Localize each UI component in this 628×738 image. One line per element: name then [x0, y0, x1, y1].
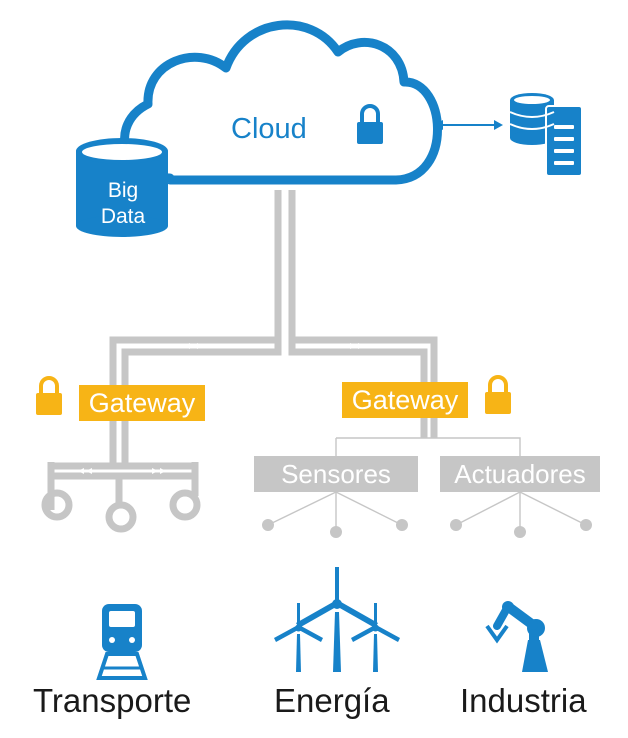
- robot-arm-icon: [485, 601, 548, 672]
- train-icon: [96, 604, 148, 680]
- gateway-left-label: Gateway: [79, 385, 205, 421]
- big-data-cylinder-icon: [76, 138, 168, 237]
- sector-label-energy: Energía: [274, 682, 390, 719]
- sensors-label: Sensores: [254, 456, 418, 492]
- gateway-right-lock-icon: [485, 375, 511, 414]
- gateway-left-lock-icon: [36, 376, 62, 415]
- cloud-label: Cloud: [231, 113, 307, 145]
- device-nodes: [262, 519, 592, 538]
- cloud-lock-icon: [357, 104, 383, 144]
- wind-turbine-icon: [274, 567, 400, 672]
- gateway-right-label: Gateway: [342, 382, 468, 418]
- arrow-head-right: [494, 120, 503, 130]
- arrow-head-left: [434, 120, 443, 130]
- cloud-shape: [120, 20, 442, 185]
- server-database-icon: [509, 93, 583, 177]
- big-data-label: Big Data: [88, 178, 158, 230]
- sector-label-transport: Transporte: [33, 682, 192, 719]
- left-device-cluster: [41, 462, 201, 533]
- big-data-line1: Big: [107, 179, 139, 202]
- big-data-line2: Data: [100, 205, 146, 228]
- flow-arrows: [78, 268, 365, 474]
- sector-label-industry: Industria: [460, 682, 587, 719]
- device-connectors: [267, 437, 587, 530]
- actuators-label: Actuadores: [440, 456, 600, 492]
